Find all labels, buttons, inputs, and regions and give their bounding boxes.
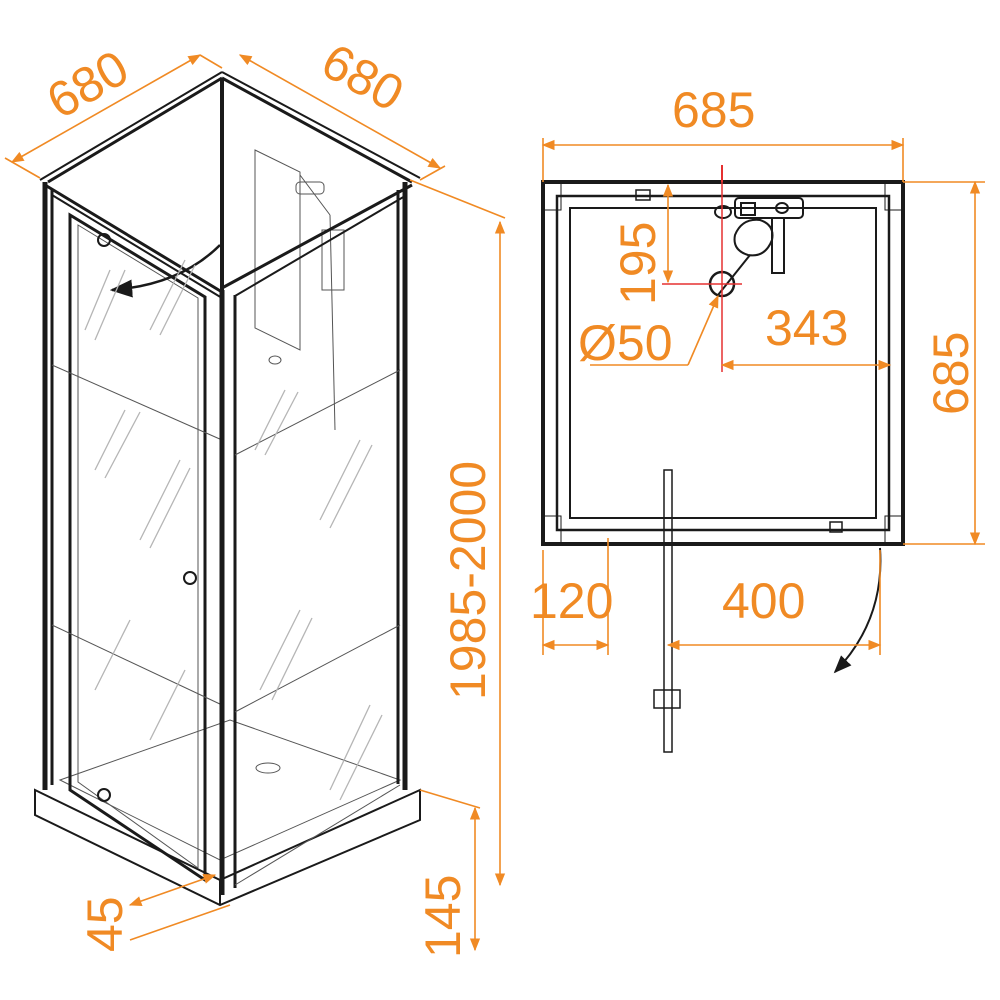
drain: [662, 165, 742, 372]
door-opening-label: 400: [722, 573, 805, 629]
width-left-label: 680: [38, 39, 138, 129]
door-handle: [183, 571, 197, 585]
plan-dimension-lines: [541, 138, 985, 655]
plan-depth-label: 685: [923, 332, 979, 415]
door-swing-arrow: [109, 244, 221, 298]
drain-back-label: 195: [610, 222, 666, 305]
cabin-dimension-lines: [4, 54, 506, 952]
plan-width-label: 685: [672, 82, 755, 138]
drain-diameter-label: Ø50: [578, 315, 673, 371]
plan-view: 685 685 195 Ø50 343 120 400: [530, 82, 985, 753]
height-total-label: 1985-2000: [440, 461, 496, 700]
back-frame: [39, 71, 421, 700]
cabin-3d-view: 680 680 1985-2000 145 45: [4, 33, 506, 958]
door-left-offset-label: 120: [530, 573, 613, 629]
right-side-frame: [219, 182, 413, 895]
left-side-frame: [42, 182, 223, 790]
shower-door: [51, 212, 223, 883]
door-hinge-bottom: [97, 788, 111, 802]
door-hinge-top: [97, 233, 111, 247]
drain-side-label: 343: [765, 300, 848, 356]
tray-height-label: 145: [415, 875, 471, 958]
shower-fixture: [714, 197, 804, 296]
width-right-label: 680: [313, 33, 413, 122]
plan-door-swing-arrow: [833, 547, 882, 674]
shower-panel: [254, 149, 345, 431]
door-offset-label: 45: [77, 896, 133, 952]
shower-tray: [34, 719, 421, 907]
glass-reflections: [84, 259, 383, 801]
